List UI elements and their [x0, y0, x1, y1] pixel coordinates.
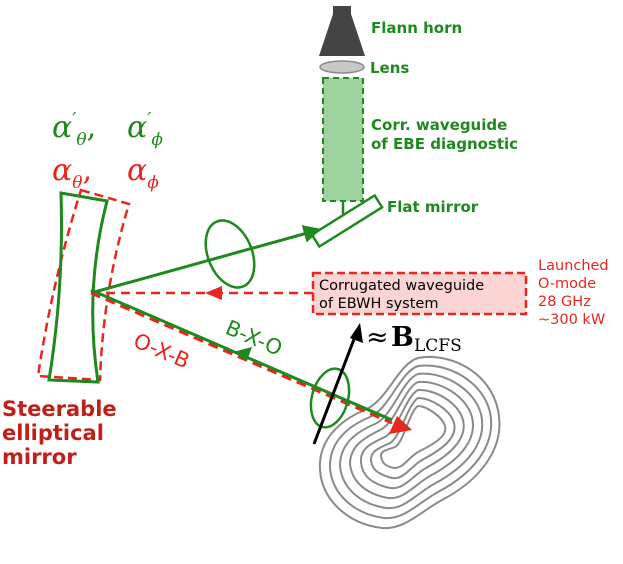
oxb-label: O-X-B [130, 329, 193, 374]
lens-icon [319, 60, 365, 74]
svg-text:α′ϕ: α′ϕ [127, 109, 163, 150]
polarization-ellipse-lower [309, 367, 351, 429]
steerable-mirror-label-3: mirror [2, 445, 77, 469]
lens-label: Lens [370, 59, 409, 77]
ebwh-waveguide-label-1: Corrugated waveguide [319, 278, 484, 294]
alpha-prime-angles: α′θ, α′ϕ [52, 109, 163, 150]
svg-text:LCFS: LCFS [414, 336, 462, 356]
ebe-waveguide-label-2: of EBE diagnostic [371, 135, 518, 153]
flann-horn-label: Flann horn [371, 19, 462, 37]
b-field-line [312, 333, 358, 445]
svg-text:αϕ: αϕ [127, 153, 159, 193]
alpha-angles: αθ, αϕ [52, 153, 159, 193]
bxo-arrowhead [233, 347, 252, 361]
steerable-mirror-label-2: elliptical [2, 421, 104, 445]
flat-mirror-icon [310, 193, 384, 249]
polarization-ellipse-upper [204, 219, 256, 289]
ebe-waveguide-icon [322, 77, 364, 202]
launched-label-2: O-mode [538, 276, 596, 292]
steerable-mirror-label-1: Steerable [2, 397, 117, 421]
ebwh-waveguide-label-2: of EBWH system [319, 296, 438, 312]
launched-label-1: Launched [538, 258, 609, 274]
flat-mirror-label: Flat mirror [387, 198, 479, 216]
launched-label-4: ~300 kW [538, 312, 605, 328]
svg-text:α′θ,: α′θ, [52, 109, 96, 150]
flann-horn-neck [333, 6, 351, 16]
flann-horn-icon [319, 14, 365, 56]
launched-label-3: 28 GHz [538, 294, 591, 310]
svg-text:αθ,: αθ, [52, 153, 92, 193]
b-lcfs-label: ≈ B LCFS [366, 322, 462, 356]
oxb-arrowhead [389, 416, 412, 434]
svg-text:≈: ≈ [366, 322, 389, 353]
plasma-flux-surfaces [318, 356, 501, 530]
ebe-waveguide-label-1: Corr. waveguide [371, 116, 507, 134]
steerable-mirror-red-outline [36, 188, 131, 382]
ebwh-launch-arrowhead [205, 286, 222, 300]
steerable-mirror-icon [47, 191, 109, 384]
oxb-beam [90, 291, 393, 425]
b-field-arrowhead [350, 323, 363, 343]
ebe-beam-to-flat-mirror [90, 225, 322, 295]
svg-text:B: B [391, 322, 414, 353]
